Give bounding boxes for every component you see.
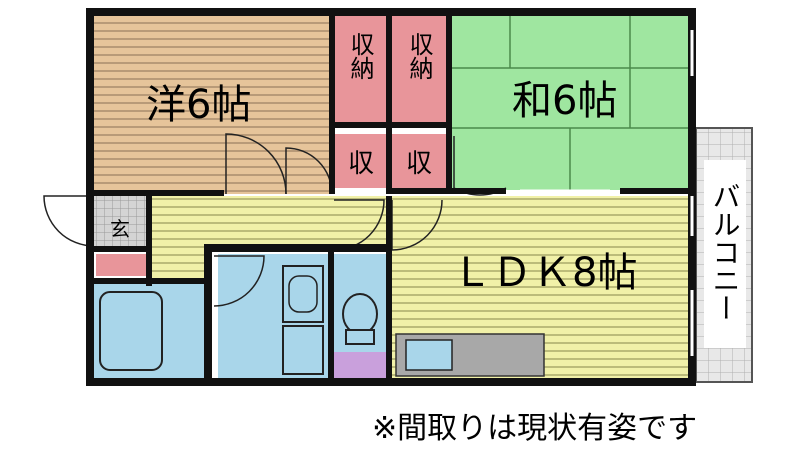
ldk-label: ＬＤＫ8帖 [452,250,637,296]
kitchen-sink [405,339,453,371]
balcony-inner [704,160,746,348]
western-room [92,14,329,194]
toilet [342,293,378,345]
closet-right [392,134,446,188]
toilet-mat [334,352,386,378]
closet-left [335,134,386,188]
tatami-lines [452,14,688,190]
disclaimer-note: ※間取りは現状有姿です [372,411,697,446]
closet-right-label: 収 [406,149,432,179]
washer-space [282,325,324,375]
door-swings [43,133,507,307]
shoe-box [96,254,148,276]
storage-left [335,16,386,122]
washbasin-bowl [288,275,318,313]
storage-right-label: 収納 [405,32,433,80]
svg-text:収納: 収納 [346,32,374,80]
entrance-label: 玄 [110,217,130,241]
hallway [152,196,392,248]
storage-right [392,16,446,122]
hallway-lower [152,244,208,278]
western-room-label: 洋6帖 [146,82,251,128]
balcony-label: バルコニー [709,182,742,322]
window-marks [520,30,694,356]
svg-text:バルコニー: バルコニー [709,182,742,322]
svg-text:収納: 収納 [405,32,433,80]
closet-left-label: 収 [348,149,374,179]
storage-left-label: 収納 [346,32,374,80]
bathtub [99,291,163,371]
entrance [94,196,150,246]
japanese-room-label: 和6帖 [512,78,617,124]
